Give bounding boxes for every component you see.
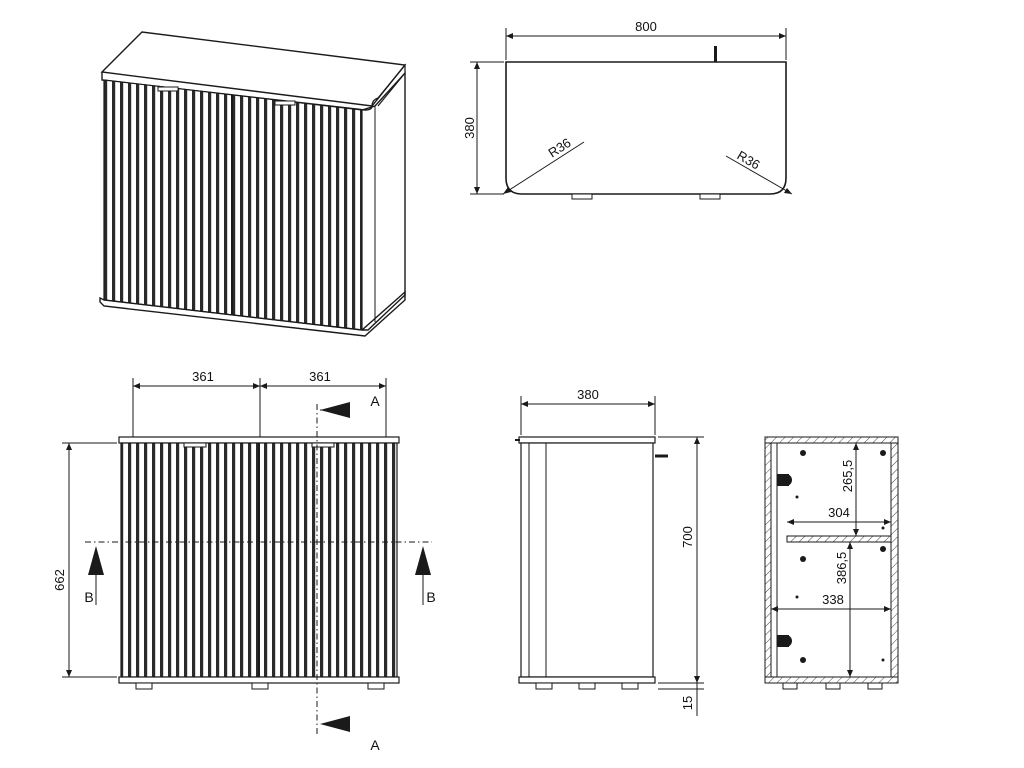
- lower-depth-label: 338: [822, 592, 844, 607]
- side-depth-label: 380: [577, 387, 599, 402]
- isometric-view: [99, 31, 407, 337]
- front-height-label: 662: [52, 569, 67, 591]
- top-depth-label: 380: [462, 117, 477, 139]
- section-a-top-label: A: [370, 393, 380, 409]
- section-b-left-label: B: [84, 589, 93, 605]
- door-right-width-label: 361: [309, 369, 331, 384]
- upper-height-label: 265,5: [840, 460, 855, 493]
- section-b-right-label: B: [426, 589, 435, 605]
- upper-depth-label: 304: [828, 505, 850, 520]
- foot-height-label: 15: [680, 696, 695, 710]
- lower-height-label: 386,5: [834, 552, 849, 585]
- side-height-label: 700: [680, 526, 695, 548]
- section-a-bottom-label: A: [370, 737, 380, 753]
- top-width-label: 800: [635, 19, 657, 34]
- door-left-width-label: 361: [192, 369, 214, 384]
- section-view: 265,5 304 386,5 338: [764, 436, 899, 690]
- top-view: 800 380 R36 R36: [462, 19, 793, 200]
- side-view: 380 700 15: [515, 387, 704, 716]
- front-view: 361 361 662 A A B B: [52, 369, 436, 753]
- radius-left-label: R36: [545, 135, 573, 161]
